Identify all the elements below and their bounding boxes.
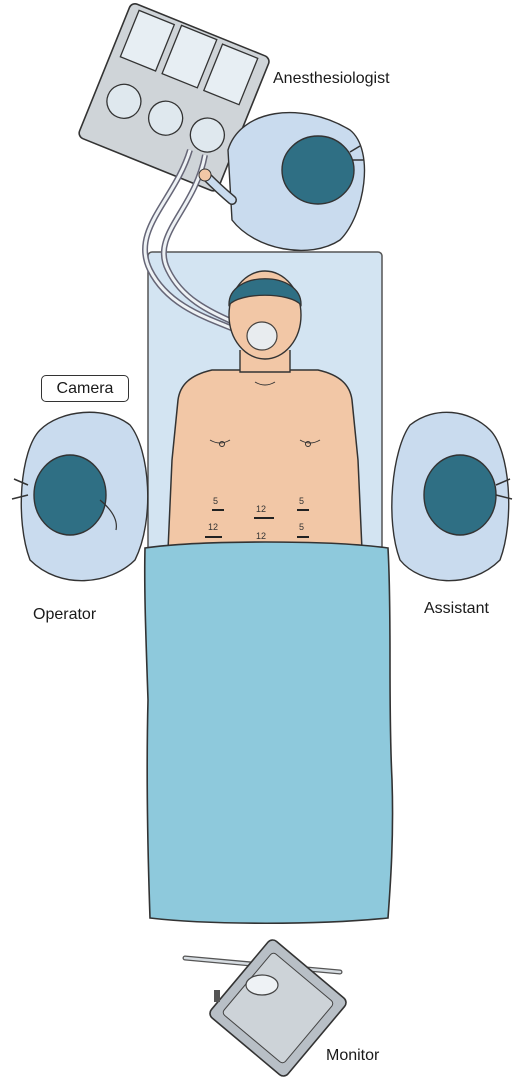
monitor-device (185, 938, 348, 1079)
monitor-label: Monitor (326, 1047, 379, 1065)
anesthesiologist-label: Anesthesiologist (273, 70, 390, 88)
oxygen-mask (247, 322, 277, 350)
port-label: 12 (208, 522, 218, 532)
port-label: 5 (299, 522, 304, 532)
port-label: 5 (299, 496, 304, 506)
assistant-label: Assistant (424, 600, 489, 618)
operator-label: Operator (33, 606, 96, 624)
port-label: 5 (213, 496, 218, 506)
camera-label-box: Camera (41, 375, 129, 402)
camera-label: Camera (57, 380, 114, 398)
port-label: 12 (256, 504, 266, 514)
assistant-figure (392, 412, 512, 580)
operator-figure (12, 412, 148, 580)
port-label: 12 (256, 531, 266, 541)
surgical-drape (145, 542, 393, 923)
